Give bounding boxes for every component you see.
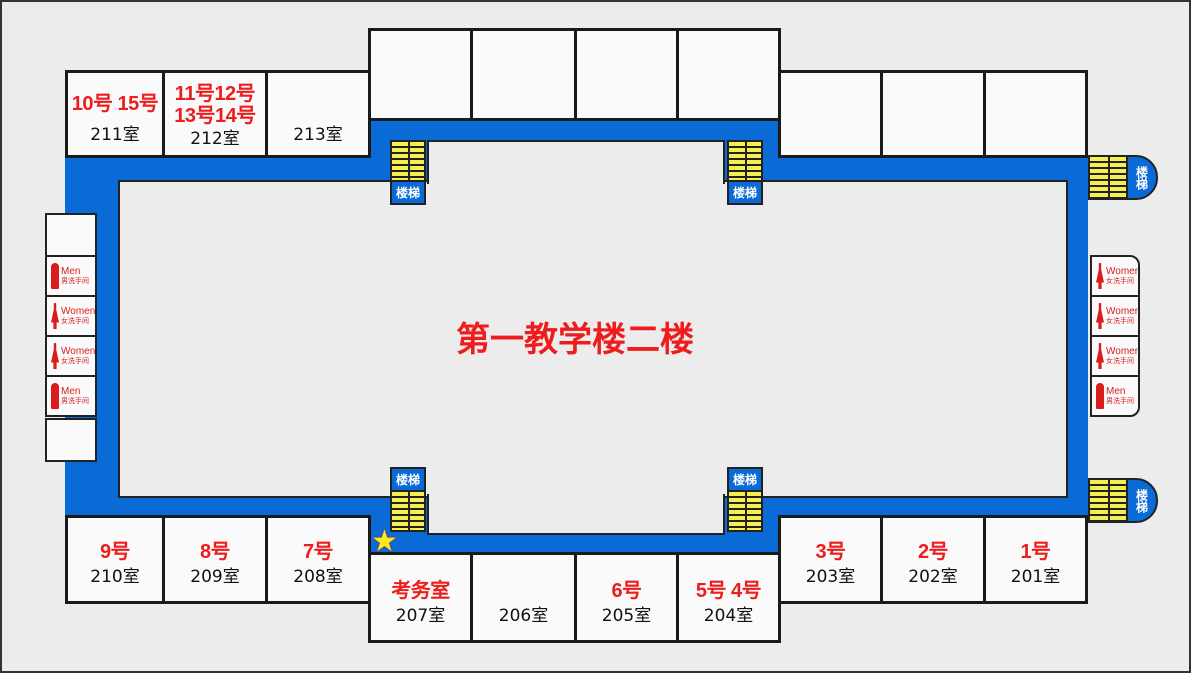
room-202[interactable]: 2号 202室 — [880, 515, 986, 604]
room-number: 208室 — [293, 567, 343, 587]
room-top-3 — [574, 28, 679, 121]
room-top-2 — [470, 28, 577, 121]
exam-room-label: 7号 — [302, 541, 334, 563]
exam-room-label: 2号 — [917, 541, 949, 563]
room-number: 212室 — [190, 129, 240, 149]
floor-title: 第一教学楼二楼 — [456, 320, 694, 360]
utility-room — [45, 213, 97, 257]
room-213[interactable]: 213室 — [265, 70, 371, 158]
exam-room-label: 10号 15号 — [71, 93, 159, 115]
exam-room-label: 6号 — [611, 580, 642, 602]
room-number: 211室 — [90, 125, 140, 145]
restroom-label: Women — [61, 306, 96, 317]
you-are-here-star-icon: ★ — [371, 524, 398, 559]
stairs-icon — [727, 490, 763, 532]
exam-room-label: 5号 4号 — [695, 580, 762, 602]
stairs-icon — [727, 140, 763, 182]
men-icon — [51, 263, 59, 289]
stairs-icon — [1088, 155, 1128, 200]
exam-room-label: 11号12号 13号14号 — [174, 83, 256, 127]
women-icon — [1096, 303, 1104, 329]
room-206[interactable]: 206室 — [470, 552, 577, 643]
women-icon — [1096, 263, 1104, 289]
men-icon — [1096, 383, 1104, 409]
restroom-label-cn: 女洗手间 — [1106, 278, 1134, 285]
restroom-label: Men — [1106, 386, 1126, 397]
room-number: 203室 — [805, 567, 856, 587]
room-number: 204室 — [703, 606, 754, 626]
room-203[interactable]: 3号 203室 — [778, 515, 883, 604]
exam-room-label: 3号 — [815, 541, 846, 563]
stairs-label: 楼梯 — [390, 180, 426, 205]
room-207[interactable]: 考务室 207室 — [368, 552, 473, 643]
restroom-label: Women — [1106, 266, 1140, 277]
restroom-label-cn: 男洗手间 — [1106, 398, 1134, 405]
room-205[interactable]: 6号 205室 — [574, 552, 679, 643]
exam-office-label: 考务室 — [391, 580, 450, 602]
stairs-label: 楼梯 — [390, 467, 426, 492]
stairs-label: 楼梯 — [727, 467, 763, 492]
stairs-icon — [390, 490, 426, 532]
women-icon — [51, 343, 59, 369]
restroom-label-cn: 男洗手间 — [61, 278, 89, 285]
women-icon — [1096, 343, 1104, 369]
restroom-label-cn: 女洗手间 — [1106, 358, 1134, 365]
stairs-label: 楼梯 — [727, 180, 763, 205]
women-icon — [51, 303, 59, 329]
room-211[interactable]: 10号 15号 211室 — [65, 70, 165, 158]
room-number: 201室 — [1010, 567, 1061, 587]
room-210[interactable]: 9号 210室 — [65, 515, 165, 604]
room-number: 202室 — [908, 567, 958, 587]
room-top-7 — [983, 70, 1088, 158]
room-number: 213室 — [293, 125, 343, 145]
room-number: 206室 — [498, 606, 549, 626]
restroom-label-cn: 女洗手间 — [61, 318, 89, 325]
utility-room — [45, 418, 97, 462]
restroom-label-cn: 女洗手间 — [1106, 318, 1134, 325]
courtyard-top-notch — [427, 140, 725, 184]
room-number: 207室 — [395, 606, 446, 626]
restroom-label-cn: 女洗手间 — [61, 358, 89, 365]
restroom-label: Men — [61, 386, 81, 397]
room-top-5 — [778, 70, 883, 158]
stairs-icon — [390, 140, 426, 182]
exam-room-label: 1号 — [1020, 541, 1051, 563]
room-208[interactable]: 7号 208室 — [265, 515, 371, 604]
room-209[interactable]: 8号 209室 — [162, 515, 268, 604]
restroom-label: Men — [61, 266, 81, 277]
exam-room-label: 9号 — [99, 541, 131, 563]
stairs-icon — [1088, 478, 1128, 523]
room-top-1 — [368, 28, 473, 121]
courtyard-bottom-notch — [427, 494, 725, 535]
stairs-label: 楼梯 — [1126, 478, 1158, 523]
men-icon — [51, 383, 59, 409]
room-204[interactable]: 5号 4号 204室 — [676, 552, 781, 643]
restroom-label: Women — [1106, 346, 1140, 357]
restroom-label: Women — [1106, 306, 1140, 317]
room-number: 209室 — [190, 567, 240, 587]
restroom-label-cn: 男洗手间 — [61, 398, 89, 405]
room-number: 210室 — [90, 567, 140, 587]
stairs-label: 楼梯 — [1126, 155, 1158, 200]
room-201[interactable]: 1号 201室 — [983, 515, 1088, 604]
room-number: 205室 — [601, 606, 652, 626]
exam-room-label: 8号 — [199, 541, 231, 563]
restroom-label: Women — [61, 346, 96, 357]
room-top-4 — [676, 28, 781, 121]
room-top-6 — [880, 70, 986, 158]
